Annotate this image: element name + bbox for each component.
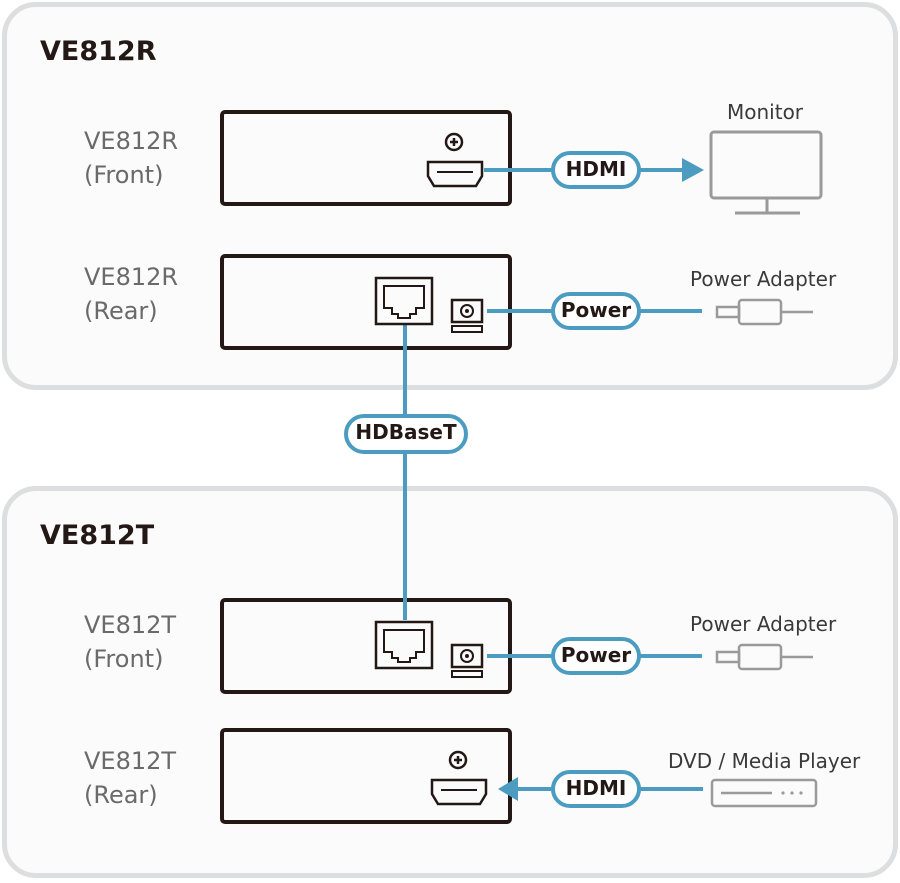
receiver-rear-label: VE812R (Rear) xyxy=(84,263,179,325)
receiver-front-device xyxy=(220,110,512,206)
dc-power-jack-icon xyxy=(450,643,484,678)
transmitter-rear-label: VE812T (Rear) xyxy=(84,747,177,809)
hdbaset-pill: HDBaseT xyxy=(344,414,468,454)
hdmi-out-pill: HDMI xyxy=(551,151,641,189)
dc-power-jack-icon xyxy=(450,298,484,333)
screw-icon xyxy=(444,132,464,152)
monitor-label: Monitor xyxy=(727,100,804,124)
receiver-power-adapter-label: Power Adapter xyxy=(690,267,837,291)
transmitter-front-label: VE812T (Front) xyxy=(84,611,177,673)
receiver-front-label: VE812R (Front) xyxy=(84,127,179,189)
monitor-icon xyxy=(709,130,823,215)
receiver-panel-title: VE812R xyxy=(40,36,157,67)
transmitter-power-pill: Power xyxy=(551,637,641,675)
receiver-power-pill: Power xyxy=(551,292,641,330)
rj45-port-icon xyxy=(374,620,434,670)
transmitter-power-adapter-label: Power Adapter xyxy=(690,612,837,636)
transmitter-rear-device xyxy=(220,728,512,824)
hdmi-port-icon xyxy=(430,778,488,806)
hdmi-out-arrow-icon xyxy=(682,158,704,182)
receiver-rear-device xyxy=(220,254,512,350)
transmitter-panel-title: VE812T xyxy=(40,520,155,551)
rj45-port-icon xyxy=(374,276,434,326)
screw-icon xyxy=(448,750,468,770)
hdmi-port-icon xyxy=(426,160,484,188)
power-adapter-icon xyxy=(715,643,813,671)
media-player-label: DVD / Media Player xyxy=(668,749,861,773)
power-adapter-icon xyxy=(715,298,813,326)
media-player-icon xyxy=(710,778,818,808)
hdmi-in-arrow-icon xyxy=(498,777,518,801)
hdmi-in-pill: HDMI xyxy=(551,770,641,808)
